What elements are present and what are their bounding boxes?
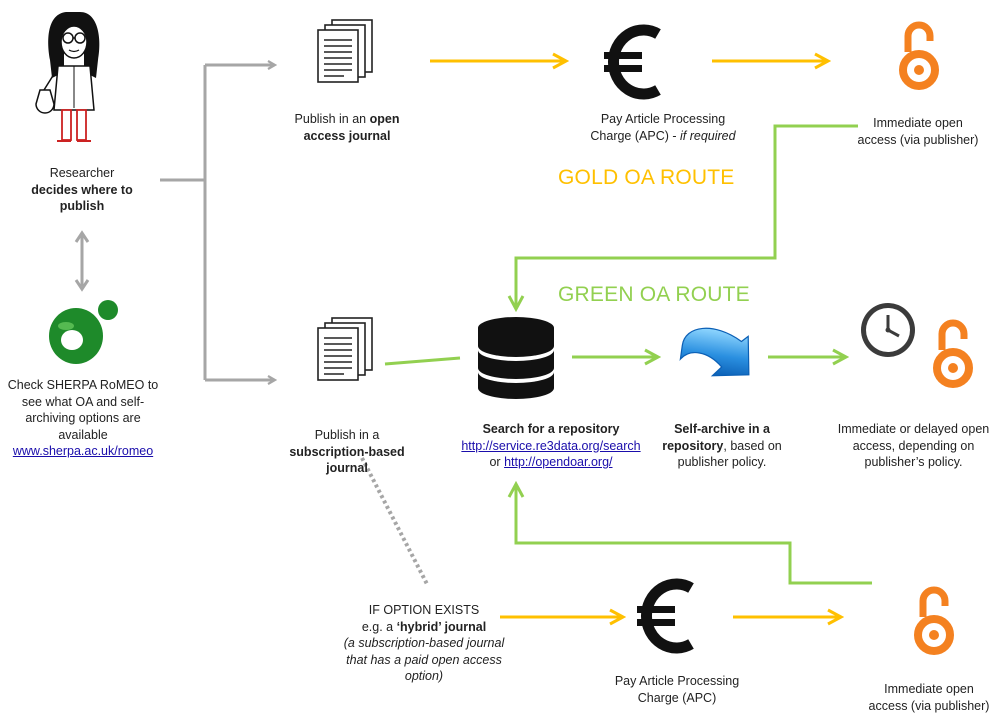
database-icon <box>478 317 554 399</box>
self-archive-rest: , based on <box>723 438 782 453</box>
open-access-lock-icon-hybrid <box>918 590 950 651</box>
oa-hybrid-line2: access (via publisher) <box>868 698 990 713</box>
apc-gold-line2-italic: if required <box>680 128 736 143</box>
sherpa-line4: available <box>58 427 108 442</box>
subscription-bold2: journal <box>326 461 368 475</box>
subscription-line1: Publish in a <box>314 428 380 442</box>
hybrid-line4: that has a paid open access <box>346 652 502 667</box>
self-archive-bold2: repository <box>662 438 724 453</box>
self-archive-bold1: Self-archive in a <box>674 422 770 436</box>
self-archive-arrow-icon <box>679 327 750 377</box>
hybrid-line2-bold: ‘hybrid’ journal <box>396 619 487 634</box>
subscription-journal-label: Publish in a subscription-based journal <box>272 427 422 477</box>
subscription-journal-document-icon <box>317 317 373 381</box>
green-connectors <box>384 124 872 585</box>
researcher-line3: publish <box>59 199 105 213</box>
green-route-label: GREEN OA ROUTE <box>558 283 750 306</box>
hybrid-label: IF OPTION EXISTS e.g. a ‘hybrid’ journal… <box>336 602 512 685</box>
clock-icon <box>861 303 915 357</box>
open-access-lock-icon-gold <box>903 25 935 86</box>
euro-icon-gold <box>604 30 658 94</box>
open-journal-label: Publish in an open access journal <box>272 111 422 144</box>
hybrid-line3: (a subscription-based journal <box>343 636 505 650</box>
oa-delayed-line3: publisher’s policy. <box>864 455 963 469</box>
repository-title: Search for a repository <box>482 422 620 436</box>
open-journal-document-icon <box>317 19 373 83</box>
dotted-connector-hybrid <box>360 457 430 587</box>
oa-delayed-label: Immediate or delayed open access, depend… <box>826 421 1001 471</box>
gold-route-label: GOLD OA ROUTE <box>558 166 735 189</box>
open-journal-bold1: open <box>369 112 400 126</box>
researcher-line2: decides where to <box>31 182 133 197</box>
sherpa-line3: archiving options are <box>25 411 141 425</box>
researcher-line1: Researcher <box>49 166 115 180</box>
oa-hybrid-label: Immediate open access (via publisher) <box>857 681 1001 714</box>
repository-label: Search for a repository http://service.r… <box>428 421 674 471</box>
line-green-journal-to-repository <box>384 356 461 366</box>
oa-delayed-line1: Immediate or delayed open <box>837 422 990 436</box>
researcher-label: Researcher decides where to publish <box>12 165 152 215</box>
sherpa-line2: see what OA and self- <box>21 394 145 409</box>
apc-hybrid-line2: Charge (APC) <box>637 690 717 705</box>
open-journal-bold2: access journal <box>303 128 391 143</box>
arrow-green-gold-to-repository <box>516 124 858 308</box>
repository-or: or <box>489 455 505 469</box>
oa-delayed-line2: access, depending on <box>852 438 975 453</box>
self-archive-line3: publisher policy. <box>677 455 767 469</box>
open-access-lock-icon-delayed <box>937 323 969 384</box>
sherpa-line1: Check SHERPA RoMEO to <box>7 378 159 392</box>
self-archive-label: Self-archive in a repository, based on p… <box>652 421 792 471</box>
researcher-icon <box>35 12 100 142</box>
opendoar-link[interactable]: http://opendoar.org/ <box>504 455 613 469</box>
grey-connectors <box>74 65 430 587</box>
gold-connectors <box>430 61 840 617</box>
apc-hybrid-label: Pay Article Processing Charge (APC) <box>600 673 754 706</box>
apc-gold-line2-pre: Charge (APC) - <box>590 128 680 143</box>
open-journal-pre: Publish in an <box>294 112 370 126</box>
oa-gold-label: Immediate open access (via publisher) <box>843 115 993 148</box>
oa-hybrid-line1: Immediate open <box>884 682 974 696</box>
hybrid-line2-pre: e.g. a <box>361 619 397 634</box>
euro-icon-hybrid <box>637 584 691 648</box>
oa-gold-line1: Immediate open <box>873 116 963 130</box>
hybrid-line1: IF OPTION EXISTS <box>368 603 480 617</box>
sherpa-label: Check SHERPA RoMEO to see what OA and se… <box>2 377 164 460</box>
subscription-bold1: subscription-based <box>289 444 405 459</box>
arrow-green-hybrid-to-repository <box>516 485 872 585</box>
re3data-link[interactable]: http://service.re3data.org/search <box>461 438 641 453</box>
apc-gold-label: Pay Article Processing Charge (APC) - if… <box>563 111 763 144</box>
hybrid-line5: option) <box>404 669 444 683</box>
sherpa-romeo-logo <box>49 300 118 364</box>
apc-gold-line1: Pay Article Processing <box>600 112 726 126</box>
apc-hybrid-line1: Pay Article Processing <box>614 674 740 688</box>
sherpa-link[interactable]: www.sherpa.ac.uk/romeo <box>12 444 154 458</box>
oa-gold-line2: access (via publisher) <box>857 132 979 147</box>
